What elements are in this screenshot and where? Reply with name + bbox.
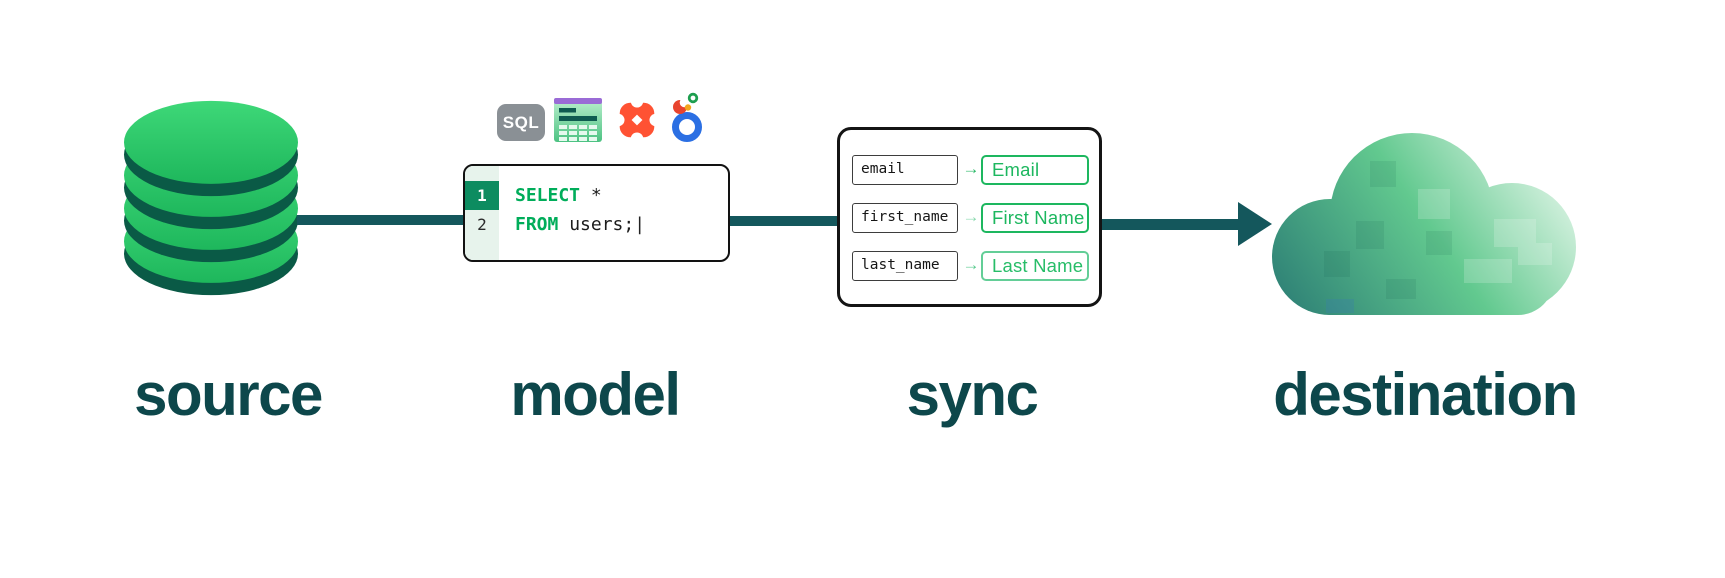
stage-label-source: source	[134, 361, 323, 428]
sql-badge: SQL	[497, 104, 545, 141]
dbt-icon	[612, 96, 662, 144]
line-number: 2	[477, 215, 487, 234]
code-line-2: 2 FROM users;|	[465, 210, 728, 239]
spreadsheet-icon	[554, 98, 602, 142]
target-field-pill: Last Name	[981, 251, 1089, 281]
stage-label-destination: destination	[1273, 361, 1578, 428]
sync-mapping-box: email → Email first_name → First Name la…	[837, 127, 1102, 307]
looker-icon	[672, 92, 702, 142]
code-text: SELECT *	[499, 185, 602, 206]
mapping-row-email: email → Email	[840, 155, 1099, 185]
code-text: FROM users;|	[499, 214, 645, 235]
source-field-pill: last_name	[852, 251, 958, 281]
mapping-row-last-name: last_name → Last Name	[840, 251, 1099, 281]
code-rest: *	[580, 185, 602, 206]
connector-source-model	[297, 215, 465, 225]
sql-keyword: FROM	[515, 214, 559, 235]
stage-label-model: model	[510, 361, 681, 428]
connector-sync-destination	[1101, 219, 1241, 230]
mapping-arrow-icon: →	[962, 159, 980, 178]
cloud-icon	[1272, 133, 1576, 315]
arrowhead-icon	[1238, 202, 1272, 246]
sql-code-block: 1 SELECT * 2 FROM users;|	[463, 164, 730, 262]
connector-model-sync	[728, 216, 839, 226]
target-field-pill: Email	[981, 155, 1089, 185]
source-field-pill: first_name	[852, 203, 958, 233]
stage-label-sync: sync	[906, 361, 1039, 428]
line-number: 1	[465, 181, 499, 210]
database-icon	[124, 100, 298, 296]
code-rest: users;	[558, 214, 635, 235]
text-cursor: |	[634, 214, 646, 235]
source-field-pill: email	[852, 155, 958, 185]
sql-keyword: SELECT	[515, 185, 581, 206]
mapping-row-first-name: first_name → First Name	[840, 203, 1099, 233]
mapping-arrow-icon: →	[962, 207, 980, 226]
code-line-1: 1 SELECT *	[465, 181, 728, 210]
mapping-arrow-icon: →	[962, 255, 980, 274]
target-field-pill: First Name	[981, 203, 1089, 233]
